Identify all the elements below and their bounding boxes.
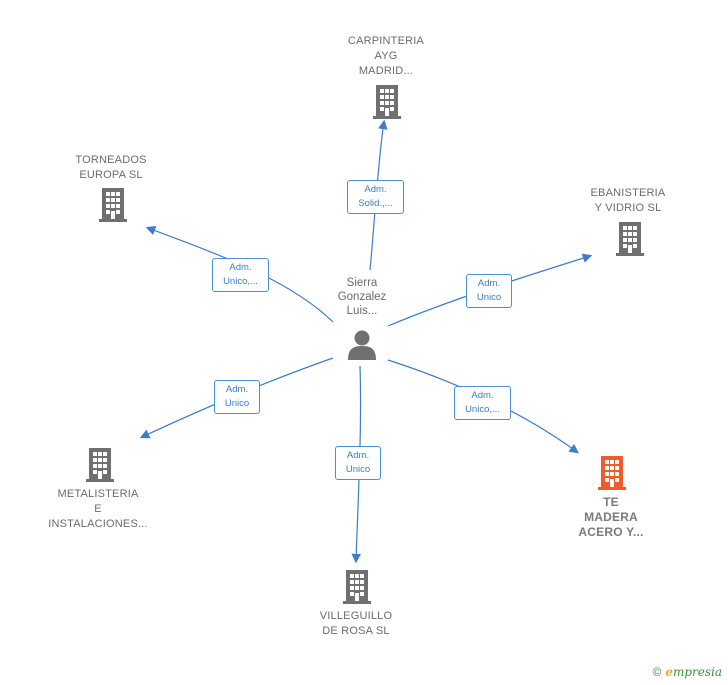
company-label-ebanisteria[interactable]: EBANISTERIA Y VIDRIO SL xyxy=(590,187,666,214)
footer-brand: ©empresia xyxy=(652,665,722,679)
brand-initial: e xyxy=(665,665,673,679)
building-icon-villeguillo[interactable] xyxy=(343,570,373,604)
building-icon-metalisteria[interactable] xyxy=(86,448,116,482)
person-icon[interactable] xyxy=(346,330,378,360)
role-badge-metalisteria[interactable]: Adm. Unico xyxy=(214,380,260,414)
company-label-torneados[interactable]: TORNEADOS EUROPA SL xyxy=(75,154,147,181)
copyright-symbol: © xyxy=(652,665,662,679)
center-person-label[interactable]: Sierra Gonzalez Luis... xyxy=(337,277,387,317)
role-badge-torneados[interactable]: Adm. Unico,... xyxy=(212,258,269,292)
role-badge-villeguillo[interactable]: Adm. Unico xyxy=(335,446,381,480)
brand-name: mpresia xyxy=(672,665,722,679)
role-badge-carpinteria[interactable]: Adm. Solid.,... xyxy=(347,180,404,214)
building-icon-te-madera[interactable] xyxy=(598,456,628,490)
building-icon-ebanisteria[interactable] xyxy=(616,222,646,256)
role-badge-ebanisteria[interactable]: Adm. Unico xyxy=(466,274,512,308)
company-label-carpinteria[interactable]: CARPINTERIA AYG MADRID... xyxy=(347,35,425,77)
company-label-te-madera[interactable]: TE MADERA ACERO Y... xyxy=(578,495,644,539)
building-icon-torneados[interactable] xyxy=(99,188,129,222)
role-badge-te-madera[interactable]: Adm. Unico,... xyxy=(454,386,511,420)
company-label-metalisteria[interactable]: METALISTERIA E INSTALACIONES... xyxy=(48,488,148,530)
building-icon-carpinteria[interactable] xyxy=(373,85,403,119)
company-label-villeguillo[interactable]: VILLEGUILLO DE ROSA SL xyxy=(319,610,393,637)
